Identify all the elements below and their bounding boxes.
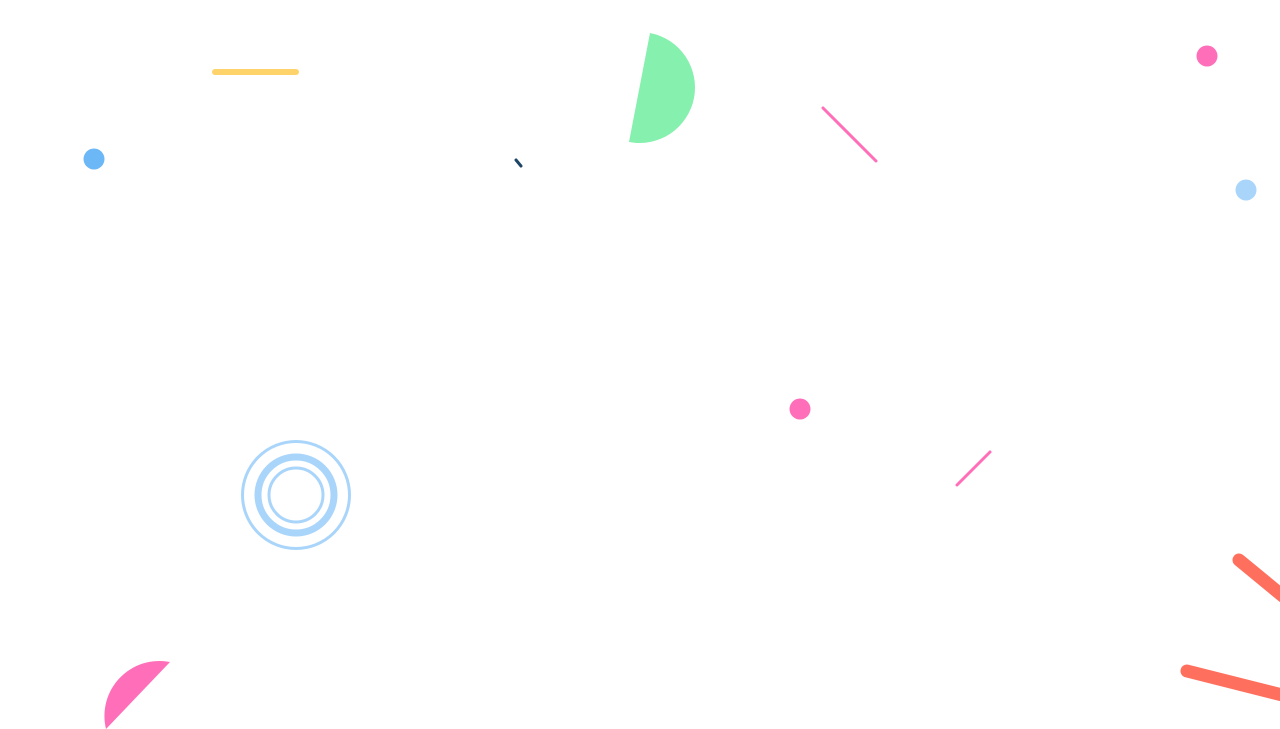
pink-half-disc	[104, 660, 170, 729]
pink-dot-center	[789, 398, 811, 420]
pink-slash-lower	[955, 450, 992, 487]
ring-inner	[267, 466, 325, 524]
ring-outer	[241, 440, 351, 550]
pink-slash-top	[821, 106, 878, 163]
blue-dot-left	[83, 148, 105, 170]
green-half-disc	[629, 33, 696, 144]
navy-tick	[514, 158, 523, 168]
pink-dot-top-right	[1196, 45, 1218, 67]
light-blue-dot-right	[1235, 179, 1257, 201]
coral-bar-upper	[1232, 553, 1280, 603]
ring-middle	[254, 453, 338, 537]
coral-bar-lower	[1180, 664, 1280, 702]
concentric-rings	[241, 440, 351, 550]
